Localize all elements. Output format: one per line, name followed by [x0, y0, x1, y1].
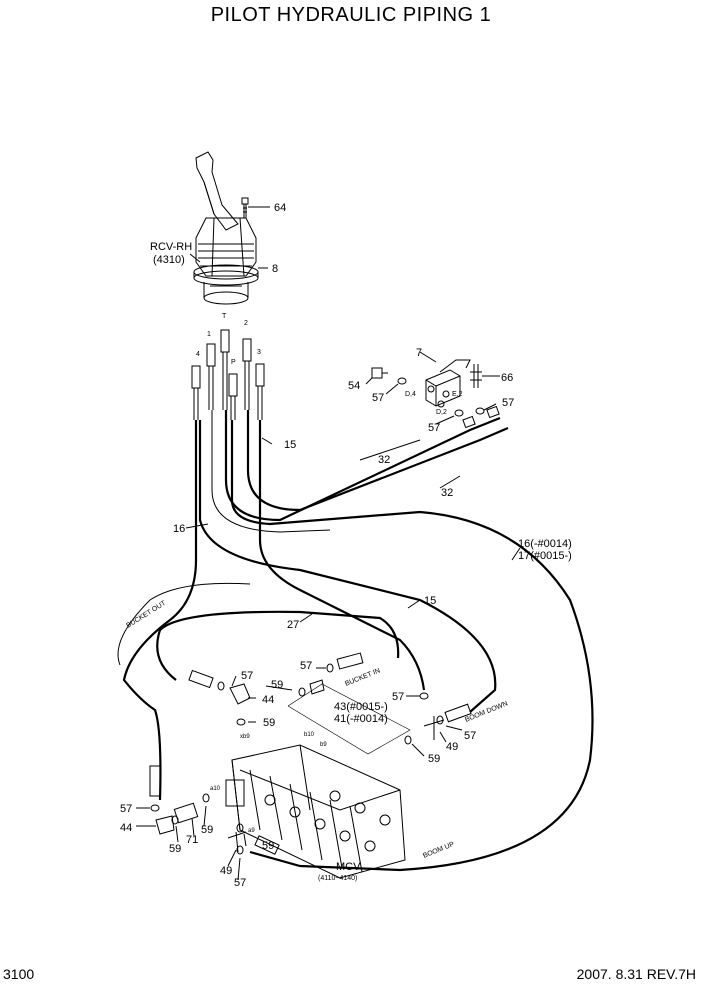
callout-64: 64 [274, 202, 286, 214]
callout-59-f: 59 [262, 840, 274, 852]
callout-59-b: 59 [263, 717, 275, 729]
callout-41: 41(-#0014) [334, 713, 388, 725]
port-label-4: 4 [196, 351, 200, 358]
callout-57-b: 57 [502, 397, 514, 409]
callout-57-e: 57 [241, 670, 253, 682]
rcv-code-label: (4310) [153, 254, 185, 266]
callout-57-d: 57 [300, 660, 312, 672]
callout-57-f: 57 [392, 691, 404, 703]
callout-71: 71 [186, 834, 198, 846]
mcv-code-label: (4110~4140) [318, 875, 357, 882]
port-label-1: 1 [207, 331, 211, 338]
callout-8: 8 [272, 263, 278, 275]
port-label-a9: a9 [248, 828, 255, 834]
port-label-xb9: xb9 [240, 734, 250, 740]
callout-43: 43(#0015-) [334, 701, 388, 713]
port-label-p: P [231, 359, 236, 366]
joystick-rcv [193, 151, 259, 305]
callout-7: 7 [416, 347, 422, 359]
callout-44-a: 44 [262, 694, 274, 706]
callout-16: 16 [173, 523, 185, 535]
callout-66: 66 [501, 372, 513, 384]
mcv-valve [225, 744, 406, 879]
port-label-d2: D,2 [436, 409, 447, 416]
rcv-name-label: RCV-RH [150, 241, 192, 253]
port-label-d4: D,4 [405, 391, 416, 398]
callout-57-c: 57 [428, 422, 440, 434]
hose-label-boom-up: BOOM UP [422, 841, 456, 860]
callout-32-b: 32 [441, 487, 453, 499]
hose-label-bucket-in: BUCKET IN [344, 667, 381, 687]
callout-49-b: 49 [220, 865, 232, 877]
diagram-title: PILOT HYDRAULIC PIPING 1 [210, 4, 492, 26]
shuttle-block-7 [425, 359, 471, 408]
callout-59-d: 59 [169, 843, 181, 855]
port-label-2: 2 [244, 320, 248, 327]
callout-57-i: 57 [234, 877, 246, 889]
callout-57-h: 57 [120, 803, 132, 815]
callout-15-a: 15 [284, 439, 296, 451]
callout-59-c: 59 [428, 753, 440, 765]
bolt-64 [241, 197, 270, 218]
mcv-name-label: MCV [336, 861, 361, 873]
port-label-e2: E,2 [452, 391, 463, 398]
callout-57-a: 57 [372, 392, 384, 404]
callout-17-0015: 17(#0015-) [518, 550, 572, 562]
port-label-a10: a10 [210, 786, 221, 792]
callout-44-b: 44 [120, 822, 132, 834]
callout-59-e: 59 [201, 824, 213, 836]
callout-27: 27 [287, 619, 299, 631]
callout-15-b: 15 [424, 595, 436, 607]
callout-16-0014: 16(-#0014) [518, 538, 572, 550]
rcv-hose-fittings [191, 329, 265, 420]
port-label-b10: b10 [304, 732, 315, 738]
callout-59-a: 59 [271, 679, 283, 691]
revision-stamp: 2007. 8.31 REV.7H [576, 966, 696, 982]
port-label-t: T [222, 313, 227, 320]
callout-32-a: 32 [378, 454, 390, 466]
callout-49-a: 49 [446, 741, 458, 753]
page-number: 3100 [3, 966, 35, 982]
port-label-b9: b9 [320, 742, 327, 748]
callout-54: 54 [348, 380, 360, 392]
callout-57-g: 57 [464, 730, 476, 742]
port-label-3: 3 [257, 349, 261, 356]
